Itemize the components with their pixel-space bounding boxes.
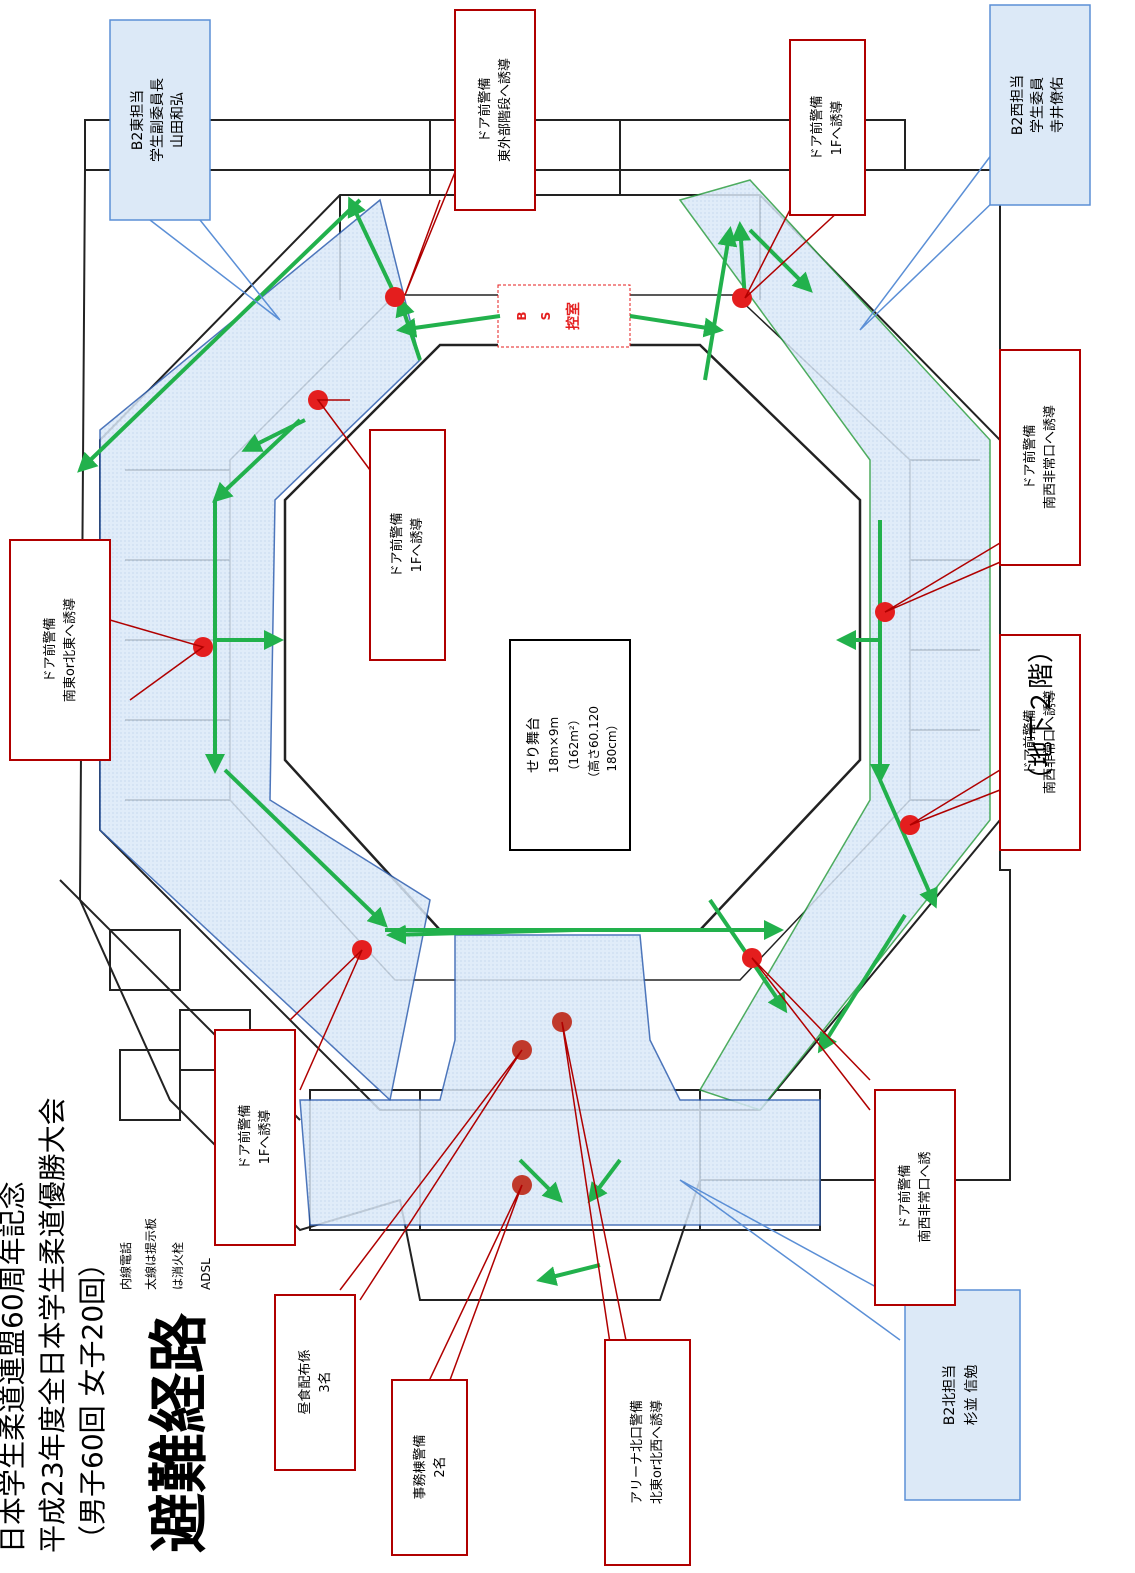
legend-phone: 内線電話 [118,1242,133,1290]
guard-9-line1: 昼食配布係 [297,1349,313,1414]
stage-box: せり舞台 18m×9m （162m²） （高さ60.120 180cm） [509,639,631,851]
guard-6-line1: ドア前警備 [1022,709,1038,774]
stage-title: せり舞台 [526,717,542,773]
zone-east-line2: 学生副委員長 [150,78,166,162]
guard-4-line2: 南東or北東へ誘導 [62,598,78,702]
guard-5-line1: ドア前警備 [1022,424,1038,489]
guard-11-line2: 北東or北西へ誘導 [649,1400,665,1504]
zone-label-north: B2北担当 杉並 信勉 [904,1289,1021,1501]
zone-west-line3: 寺井僚佑 [1050,77,1066,133]
guard-label-2: ドア前警備 1Fへ誘導 [369,429,446,661]
guard-label-6: ドア前警備 南西非常口へ誘導 [999,634,1081,851]
guard-label-11: アリーナ北口警備 北東or北西へ誘導 [604,1339,691,1566]
guard-5-line2: 南西非常口へ誘導 [1042,405,1058,509]
guard-10-line2: 2名 [432,1456,448,1477]
bs-room: B S 控室 [497,284,631,348]
zone-east-line1: B2東担当 [130,90,146,151]
guard-8-line1: ドア前警備 [897,1164,913,1229]
guard-label-4: ドア前警備 南東or北東へ誘導 [9,539,111,761]
guard-label-8: ドア前警備 南西非常口へ誘 [874,1089,956,1306]
guard-2-line2: 1Fへ誘導 [410,518,425,573]
guard-label-3: ドア前警備 1Fへ誘導 [789,39,866,216]
guard-label-7: ドア前警備 1Fへ誘導 [214,1029,296,1246]
header-line3: （男子60回 女子20回） [76,1249,109,1553]
guard-2-line1: ドア前警備 [389,512,405,577]
guard-11-line1: アリーナ北口警備 [629,1400,645,1504]
guard-9-line2: 3名 [317,1371,333,1392]
callout-pointers [109,159,1006,1411]
bs-letter-b: B [515,311,529,320]
zone-pointers [149,149,996,1341]
guard-1-line1: ドア前警備 [477,77,493,142]
zone-label-east: B2東担当 学生副委員長 山田和弘 [109,19,211,221]
legend-adsl: ADSL [199,1258,213,1290]
header: 日本学生柔道連盟60周年記念 平成23年度全日本学生柔道優勝大会 （男子60回 … [0,1097,215,1553]
zone-north-line2: 杉並 信勉 [964,1365,980,1425]
zone-north-line1: B2北担当 [942,1365,958,1426]
legend: 内線電話 太線は提示板 は消火栓 ADSL [118,1218,213,1290]
guard-10-line1: 事務棟警備 [412,1434,428,1499]
zone-west-line1: B2西担当 [1010,75,1026,136]
guard-label-10: 事務棟警備 2名 [391,1379,468,1556]
zone-east-line3: 山田和弘 [170,92,186,148]
header-line2: 平成23年度全日本学生柔道優勝大会 [36,1097,69,1553]
stage-area: （162m²） [567,713,581,776]
page-title: 避難経路 [145,1312,215,1553]
guard-dot [385,287,405,307]
stage-height: （高さ60.120 [586,706,601,784]
stage-height-2: 180cm） [605,718,619,771]
legend-hydrant: は消火栓 [170,1242,185,1290]
guard-3-line1: ドア前警備 [809,95,825,160]
guard-label-5: ドア前警備 南西非常口へ誘導 [999,349,1081,566]
guard-3-line2: 1Fへ誘導 [830,101,845,156]
bs-letter-s: S [539,312,553,321]
zone-north-area [299,934,821,1226]
zone-highlights [99,179,991,1226]
bs-room-name: 控室 [565,302,582,330]
guard-1-line2: 東外部階段へ誘導 [497,58,513,162]
guard-4-line1: ドア前警備 [42,617,58,682]
zone-west-line2: 学生委員 [1030,77,1046,133]
zone-west-area [678,179,991,1111]
zone-label-west: B2西担当 学生委員 寺井僚佑 [989,4,1091,206]
stage-size: 18m×9m [547,717,561,773]
guard-7-line2: 1Fへ誘導 [258,1110,273,1165]
header-line1: 日本学生柔道連盟60周年記念 [0,1181,29,1553]
guard-label-1: ドア前警備 東外部階段へ誘導 [454,9,536,211]
floor-label: （地下２階） [1027,637,1057,793]
guard-label-9: 昼食配布係 3名 [274,1294,356,1471]
guard-6-line2: 南西非常口へ誘導 [1042,690,1058,794]
legend-board: 太線は提示板 [143,1218,158,1290]
guard-8-line2: 南西非常口へ誘 [917,1151,933,1242]
guard-7-line1: ドア前警備 [237,1104,253,1169]
